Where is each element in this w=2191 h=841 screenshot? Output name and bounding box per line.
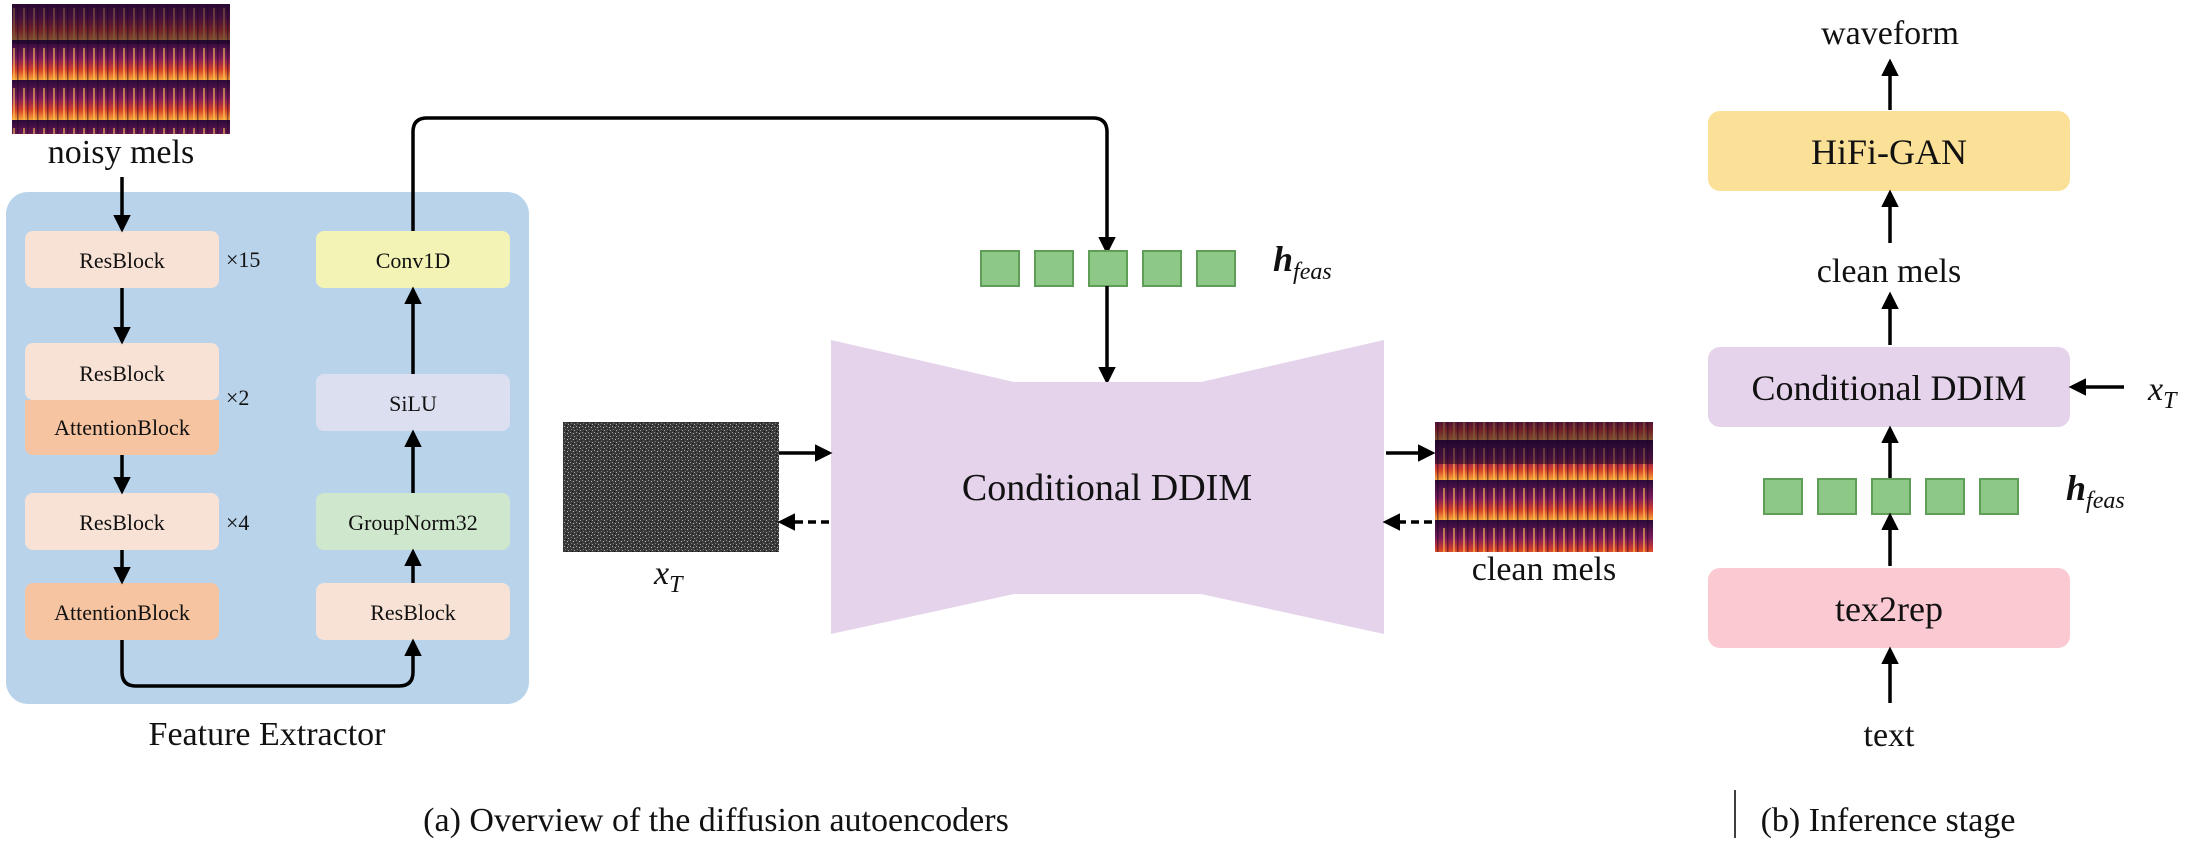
noisy-mels-label: noisy mels — [48, 134, 194, 171]
hifigan-block — [1708, 111, 2070, 191]
resblock-2-label: ResBlock — [79, 361, 165, 386]
tex2rep-block — [1708, 568, 2070, 648]
conv1d-block — [316, 231, 510, 288]
attention-block-4-label: AttentionBlock — [54, 600, 190, 625]
conditional-ddim-block — [831, 340, 1384, 634]
conditional-ddim-label: Conditional DDIM — [962, 467, 1252, 509]
conditional-ddim-label-b: Conditional DDIM — [1752, 368, 2027, 408]
clean-mels-label-a: clean mels — [1472, 551, 1616, 588]
resblock-2 — [25, 343, 219, 400]
feature-extractor-arrows — [113, 116, 1116, 688]
feature-square — [1763, 478, 1803, 515]
feature-square — [1196, 250, 1236, 287]
h-feas-label-b: hfeas — [2066, 468, 2125, 514]
resblock-3-multiplier: ×4 — [226, 510, 249, 535]
attention-block-2-label: AttentionBlock — [54, 415, 190, 440]
attention-block-2 — [25, 400, 219, 455]
conv1d-label: Conv1D — [376, 248, 451, 273]
feature-vector-b — [1763, 478, 2019, 515]
resblock-1-label: ResBlock — [79, 248, 165, 273]
x-t-label-b: xT — [2147, 371, 2178, 414]
feature-square — [980, 250, 1020, 287]
resblock-3-label: ResBlock — [79, 510, 165, 535]
resblock-up-label: ResBlock — [370, 600, 456, 625]
attention-block-4 — [25, 583, 219, 640]
group-2-multiplier: ×2 — [226, 385, 249, 410]
groupnorm-block — [316, 493, 510, 550]
feature-square — [1979, 478, 2019, 515]
x-t-label-a: xT — [653, 555, 684, 598]
feature-square — [1034, 250, 1074, 287]
resblock-up — [316, 583, 510, 640]
feature-square — [1142, 250, 1182, 287]
silu-label: SiLU — [389, 391, 437, 416]
feature-square — [1925, 478, 1965, 515]
resblock-3 — [25, 493, 219, 550]
clean-mels-image — [1435, 422, 1653, 552]
feature-vector-a — [980, 250, 1236, 287]
noisy-mels-image — [12, 4, 230, 134]
feature-square — [1088, 250, 1128, 287]
silu-block — [316, 374, 510, 431]
feature-extractor-panel — [6, 192, 529, 704]
feature-square — [1871, 478, 1911, 515]
conditional-ddim-block-b — [1708, 347, 2070, 427]
tex2rep-label: tex2rep — [1835, 589, 1943, 629]
h-feas-label-a: hfeas — [1273, 239, 1332, 285]
caption-b: (b) Inference stage — [1761, 802, 2016, 839]
caption-a: (a) Overview of the diffusion autoencode… — [423, 802, 1009, 839]
waveform-label: waveform — [1821, 15, 1959, 52]
clean-mels-label-b: clean mels — [1817, 253, 1961, 290]
hifigan-label: HiFi-GAN — [1811, 132, 1967, 172]
resblock-1-multiplier: ×15 — [226, 247, 260, 272]
feature-extractor-label: Feature Extractor — [149, 716, 387, 753]
resblock-1 — [25, 231, 219, 288]
noise-image — [563, 422, 779, 552]
text-input-label: text — [1864, 717, 1916, 754]
groupnorm-label: GroupNorm32 — [348, 510, 478, 535]
feature-square — [1817, 478, 1857, 515]
